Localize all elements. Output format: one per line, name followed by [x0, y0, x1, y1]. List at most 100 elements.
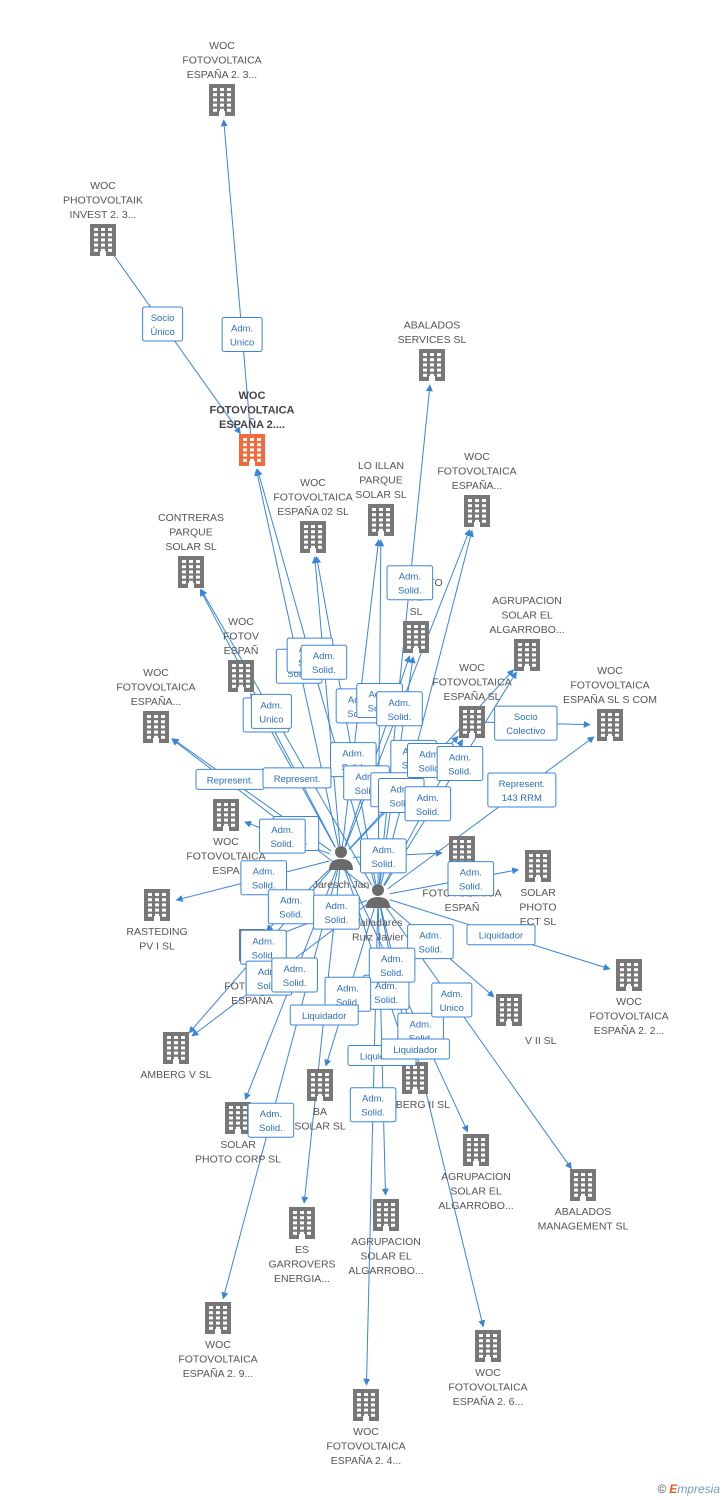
- building-window: [227, 93, 231, 97]
- building-icon[interactable]: [205, 1302, 231, 1334]
- building-window: [311, 1088, 315, 1092]
- building-icon[interactable]: [570, 1169, 596, 1201]
- building-window: [182, 575, 186, 579]
- node-n12[interactable]: WOCFOTOVOLTAICAESPAÑA...: [116, 667, 196, 743]
- building-door: [153, 738, 159, 743]
- building-window: [525, 658, 529, 662]
- building-icon[interactable]: [90, 224, 116, 256]
- node-n21[interactable]: AMBERG V SL: [140, 1032, 212, 1081]
- building-window: [453, 845, 457, 849]
- edge-label-text: Adm.: [325, 901, 347, 912]
- building-icon[interactable]: [209, 84, 235, 116]
- building-icon[interactable]: [178, 556, 204, 588]
- building-icon[interactable]: [163, 1032, 189, 1064]
- building-window: [384, 1223, 388, 1227]
- node-p1[interactable]: Jaresch Jan: [313, 846, 370, 891]
- node-label: PHOTO CORP SL: [195, 1154, 281, 1166]
- building-window: [536, 864, 540, 868]
- building-window: [529, 854, 533, 857]
- building-icon[interactable]: [213, 799, 239, 831]
- building-window: [147, 720, 151, 724]
- building-icon[interactable]: [144, 889, 170, 921]
- building-icon[interactable]: [300, 521, 326, 553]
- edge-label-box: [262, 767, 332, 789]
- building-icon[interactable]: [496, 994, 522, 1026]
- building-icon[interactable]: [228, 660, 254, 692]
- building-icon[interactable]: [475, 1330, 501, 1362]
- edge-label: Adm.Solid.: [376, 691, 423, 727]
- node-n4[interactable]: WOCFOTOVOLTAICAESPAÑA...: [437, 451, 517, 527]
- building-icon[interactable]: [373, 1199, 399, 1231]
- building-window: [293, 1216, 297, 1220]
- building-window: [155, 893, 159, 896]
- building-icon[interactable]: [368, 504, 394, 536]
- building-window: [475, 504, 479, 508]
- building-window: [588, 1173, 592, 1176]
- building-icon[interactable]: [616, 959, 642, 991]
- building-window: [101, 248, 105, 252]
- building-icon[interactable]: [239, 434, 265, 466]
- building-window: [407, 635, 411, 639]
- building-window: [481, 1153, 485, 1157]
- building-icon[interactable]: [464, 495, 490, 527]
- person-icon[interactable]: [329, 846, 353, 870]
- building-icon[interactable]: [459, 706, 485, 738]
- building-window: [236, 1111, 240, 1115]
- building-icon[interactable]: [307, 1069, 333, 1101]
- node-label: ABALADOS: [404, 320, 461, 332]
- building-window: [231, 808, 235, 812]
- building-icon[interactable]: [463, 1134, 489, 1166]
- building-icon[interactable]: [597, 709, 623, 741]
- node-n20[interactable]: V II SL: [496, 994, 557, 1047]
- edge-p1-n6: [311, 556, 341, 847]
- building-window: [518, 658, 522, 662]
- person-icon[interactable]: [366, 884, 390, 908]
- building-icon[interactable]: [143, 711, 169, 743]
- building-window: [318, 545, 322, 549]
- building-window: [311, 1073, 315, 1076]
- building-window: [468, 514, 472, 518]
- building-door: [580, 1196, 586, 1201]
- building-window: [243, 438, 247, 441]
- node-n27[interactable]: ESGARROVERSENERGIA...: [268, 1207, 336, 1285]
- building-window: [239, 684, 243, 688]
- building-icon[interactable]: [419, 349, 445, 381]
- building-window: [174, 1056, 178, 1060]
- building-icon[interactable]: [514, 639, 540, 671]
- node-n22[interactable]: AMBERG II SL: [380, 1062, 450, 1111]
- building-icon[interactable]: [525, 850, 551, 882]
- edge-label-text: Adm.: [231, 324, 253, 335]
- building-window: [250, 438, 254, 441]
- building-window: [437, 368, 441, 372]
- building-icon[interactable]: [353, 1389, 379, 1421]
- building-icon[interactable]: [402, 1062, 428, 1094]
- building-icon[interactable]: [289, 1207, 315, 1239]
- building-icon[interactable]: [225, 1102, 251, 1134]
- building-icon[interactable]: [403, 621, 429, 653]
- node-label: GARROVERS: [268, 1259, 335, 1271]
